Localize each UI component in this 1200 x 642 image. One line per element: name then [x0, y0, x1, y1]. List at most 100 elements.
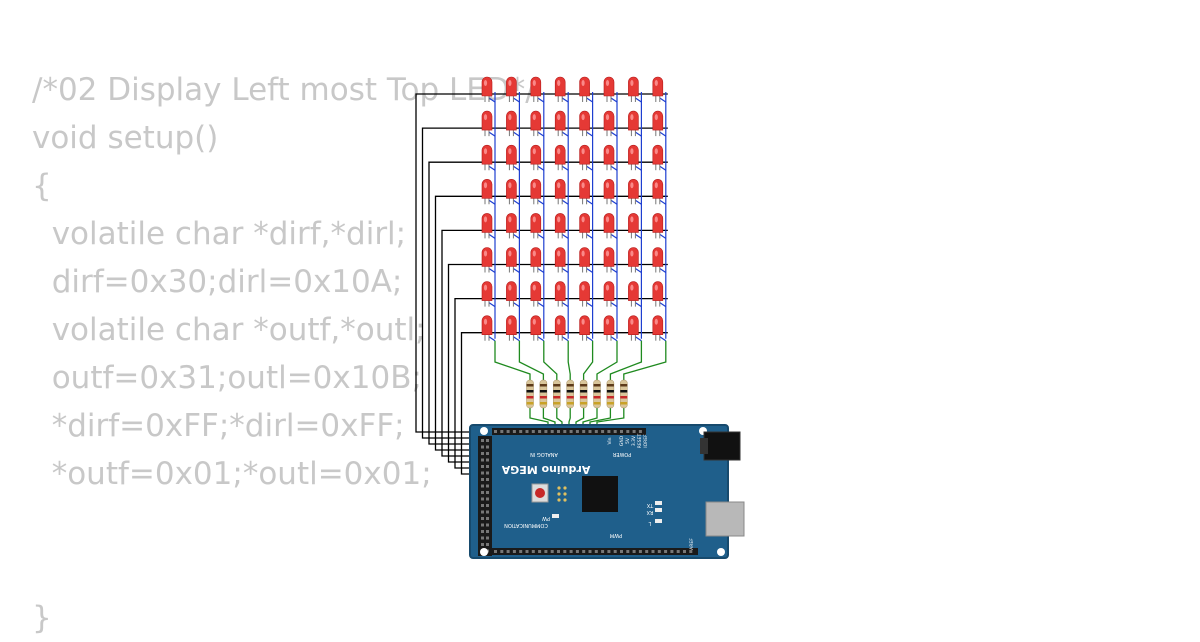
column-wire-segment [610, 268, 618, 273]
led[interactable] [481, 76, 493, 102]
led[interactable] [579, 110, 590, 137]
column-wire-segment [513, 199, 520, 205]
resistor[interactable] [579, 379, 588, 409]
led[interactable] [579, 144, 590, 171]
led[interactable] [579, 281, 590, 307]
led-body [481, 247, 493, 267]
header-pin [486, 504, 489, 507]
led-matrix[interactable] [481, 76, 664, 341]
header-pin [512, 430, 516, 433]
led[interactable] [652, 213, 664, 239]
led[interactable] [652, 281, 664, 307]
led-body [628, 213, 639, 233]
led[interactable] [628, 213, 639, 239]
resistor[interactable] [606, 379, 615, 409]
led[interactable] [554, 281, 566, 307]
led[interactable] [554, 213, 566, 239]
pwm-label: PWM [610, 532, 622, 538]
led[interactable] [481, 315, 493, 341]
led[interactable] [652, 315, 664, 341]
led[interactable] [481, 144, 493, 171]
led-body [481, 281, 493, 301]
led[interactable] [554, 179, 566, 205]
led[interactable] [603, 144, 615, 171]
column-wire-segment [659, 268, 667, 273]
resistor[interactable] [553, 379, 561, 409]
led[interactable] [554, 76, 566, 102]
led-highlight [532, 114, 536, 121]
led[interactable] [579, 179, 590, 205]
led[interactable] [530, 76, 542, 102]
led[interactable] [652, 179, 664, 205]
led[interactable] [530, 315, 542, 341]
led[interactable] [603, 247, 615, 273]
led[interactable] [628, 315, 639, 341]
led[interactable] [603, 315, 615, 341]
led[interactable] [481, 110, 493, 137]
led[interactable] [652, 76, 664, 102]
header-pin [481, 452, 484, 455]
led[interactable] [579, 76, 590, 102]
led-highlight [532, 182, 536, 189]
led[interactable] [628, 110, 639, 137]
led[interactable] [603, 179, 615, 205]
led[interactable] [481, 247, 493, 273]
led[interactable] [603, 281, 615, 307]
led[interactable] [506, 315, 517, 341]
led[interactable] [530, 213, 542, 239]
led[interactable] [506, 144, 517, 171]
led[interactable] [579, 315, 590, 341]
resistor-array[interactable] [526, 379, 628, 409]
header-pin [486, 484, 489, 488]
header-pin [519, 550, 523, 553]
led[interactable] [603, 76, 615, 102]
led[interactable] [603, 213, 615, 239]
led[interactable] [481, 179, 493, 205]
led[interactable] [481, 213, 493, 239]
resistor[interactable] [593, 379, 601, 409]
led[interactable] [506, 281, 517, 307]
header-pin [569, 430, 573, 433]
led-body [628, 76, 639, 97]
led[interactable] [506, 247, 517, 273]
led[interactable] [530, 281, 542, 307]
led[interactable] [506, 76, 517, 102]
resistor[interactable] [526, 379, 534, 409]
column-wire-segment [586, 336, 593, 342]
led[interactable] [652, 247, 664, 273]
led[interactable] [481, 281, 493, 307]
resistor[interactable] [566, 379, 574, 409]
led[interactable] [530, 247, 542, 273]
led[interactable] [628, 144, 639, 171]
resistor[interactable] [620, 379, 628, 409]
led[interactable] [628, 179, 639, 205]
led[interactable] [506, 179, 517, 205]
resistor[interactable] [539, 379, 548, 409]
led-highlight [654, 250, 658, 257]
arduino-mega-board[interactable]: Arduino MEGA ANALOG IN POWER COMMUNICATI… [469, 424, 745, 559]
column-wire-segment [659, 199, 667, 205]
led[interactable] [554, 247, 566, 273]
led[interactable] [554, 144, 566, 171]
header-pin [632, 550, 636, 553]
led[interactable] [554, 315, 566, 341]
led[interactable] [603, 110, 615, 137]
column-wire-segment [513, 302, 520, 308]
led[interactable] [652, 144, 664, 171]
led[interactable] [530, 179, 542, 205]
led[interactable] [579, 213, 590, 239]
led-highlight [557, 148, 561, 155]
led[interactable] [530, 144, 542, 171]
led[interactable] [628, 247, 639, 273]
led[interactable] [652, 110, 664, 137]
led[interactable] [506, 213, 517, 239]
led[interactable] [506, 110, 517, 137]
led[interactable] [628, 281, 639, 307]
led[interactable] [530, 110, 542, 137]
led-body [481, 213, 493, 233]
led[interactable] [628, 76, 639, 102]
header-pin [481, 504, 484, 507]
led[interactable] [579, 247, 590, 273]
led[interactable] [554, 110, 566, 137]
